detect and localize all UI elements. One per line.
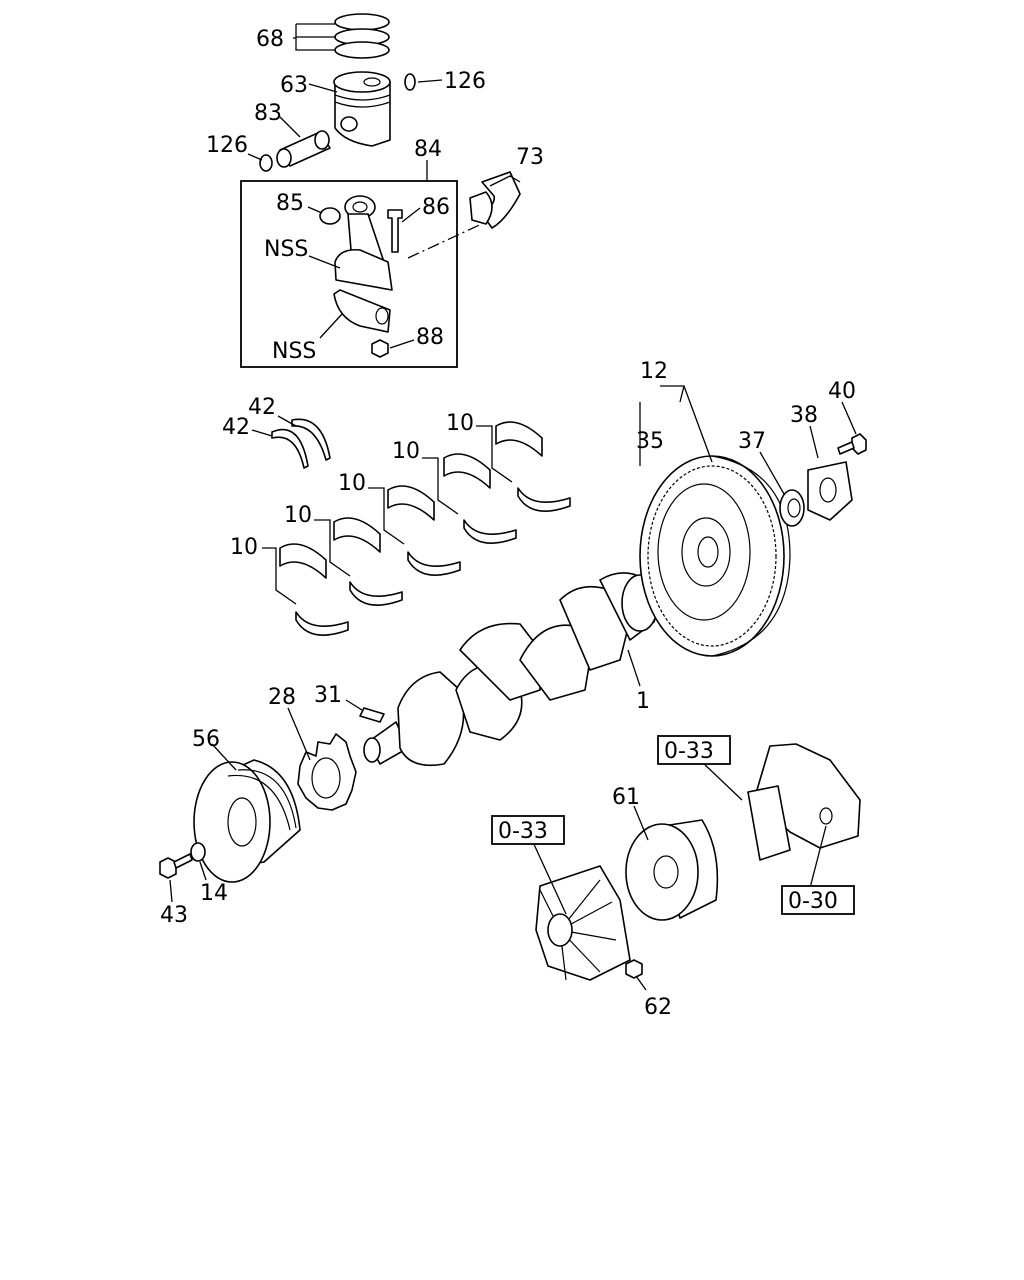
flywheel-plate <box>807 425 853 521</box>
main-bearing-5 <box>476 421 571 512</box>
piston-pin <box>276 116 331 168</box>
label-40: 40 <box>828 379 856 404</box>
label-56: 56 <box>192 727 220 752</box>
fan-nut <box>625 959 647 991</box>
label-42-right: 42 <box>248 395 276 420</box>
key <box>345 699 385 723</box>
label-10-2: 10 <box>284 503 312 528</box>
piston <box>308 71 391 147</box>
label-10-3: 10 <box>338 471 366 496</box>
label-84: 84 <box>414 137 442 162</box>
ref-label-0-33-fan: 0-33 <box>498 819 548 844</box>
label-37: 37 <box>738 429 766 454</box>
label-68: 68 <box>256 27 284 52</box>
label-83: 83 <box>254 101 282 126</box>
thrust-washers <box>251 415 331 469</box>
label-43: 43 <box>160 903 188 928</box>
part-labels: 68 63 126 83 126 84 73 85 86 NSS NSS 88 … <box>160 27 856 1020</box>
label-31: 31 <box>314 683 342 708</box>
snap-ring-lower <box>247 153 273 172</box>
label-nss-cap: NSS <box>272 339 316 364</box>
label-10-5: 10 <box>446 411 474 436</box>
snap-ring-upper <box>404 73 443 91</box>
main-bearing-4 <box>422 453 517 544</box>
label-38: 38 <box>790 403 818 428</box>
label-28: 28 <box>268 685 296 710</box>
label-126-lower: 126 <box>206 133 248 158</box>
rod-bearing <box>469 171 521 229</box>
connecting-rod-assembly <box>240 160 487 368</box>
label-73: 73 <box>516 145 544 170</box>
flywheel-bolt <box>837 401 867 455</box>
flywheel <box>639 385 791 657</box>
label-12: 12 <box>640 359 668 384</box>
label-1: 1 <box>636 689 650 714</box>
label-10-1: 10 <box>230 535 258 560</box>
pilot-bearing <box>759 451 805 527</box>
ref-label-0-30: 0-30 <box>788 889 838 914</box>
main-bearing-3 <box>368 485 461 576</box>
label-14: 14 <box>200 881 228 906</box>
reference-box-fan-bracket-top: 0-33 <box>657 735 731 765</box>
label-126-upper: 126 <box>444 69 486 94</box>
label-86: 86 <box>422 195 450 220</box>
pulley-washer <box>190 842 207 881</box>
crankshaft <box>363 572 659 767</box>
label-88: 88 <box>416 325 444 350</box>
fan-bracket <box>701 743 861 889</box>
label-62: 62 <box>644 995 672 1020</box>
main-bearing-2 <box>314 517 403 606</box>
pulley-bolt <box>159 853 193 903</box>
fan-pulley <box>625 805 719 921</box>
ref-label-0-33-top: 0-33 <box>664 739 714 764</box>
label-42-left: 42 <box>222 415 250 440</box>
label-nss-rod: NSS <box>264 237 308 262</box>
crank-gear <box>287 707 357 811</box>
main-bearing-1 <box>262 543 349 636</box>
reference-box-fan: 0-33 <box>491 815 565 845</box>
label-35: 35 <box>636 429 664 454</box>
reference-box-bracket: 0-30 <box>781 885 855 915</box>
label-10-4: 10 <box>392 439 420 464</box>
fan-assembly <box>531 839 631 981</box>
piston-rings <box>293 13 390 59</box>
label-61: 61 <box>612 785 640 810</box>
crank-pulley <box>193 743 301 883</box>
label-63: 63 <box>280 73 308 98</box>
label-85: 85 <box>276 191 304 216</box>
